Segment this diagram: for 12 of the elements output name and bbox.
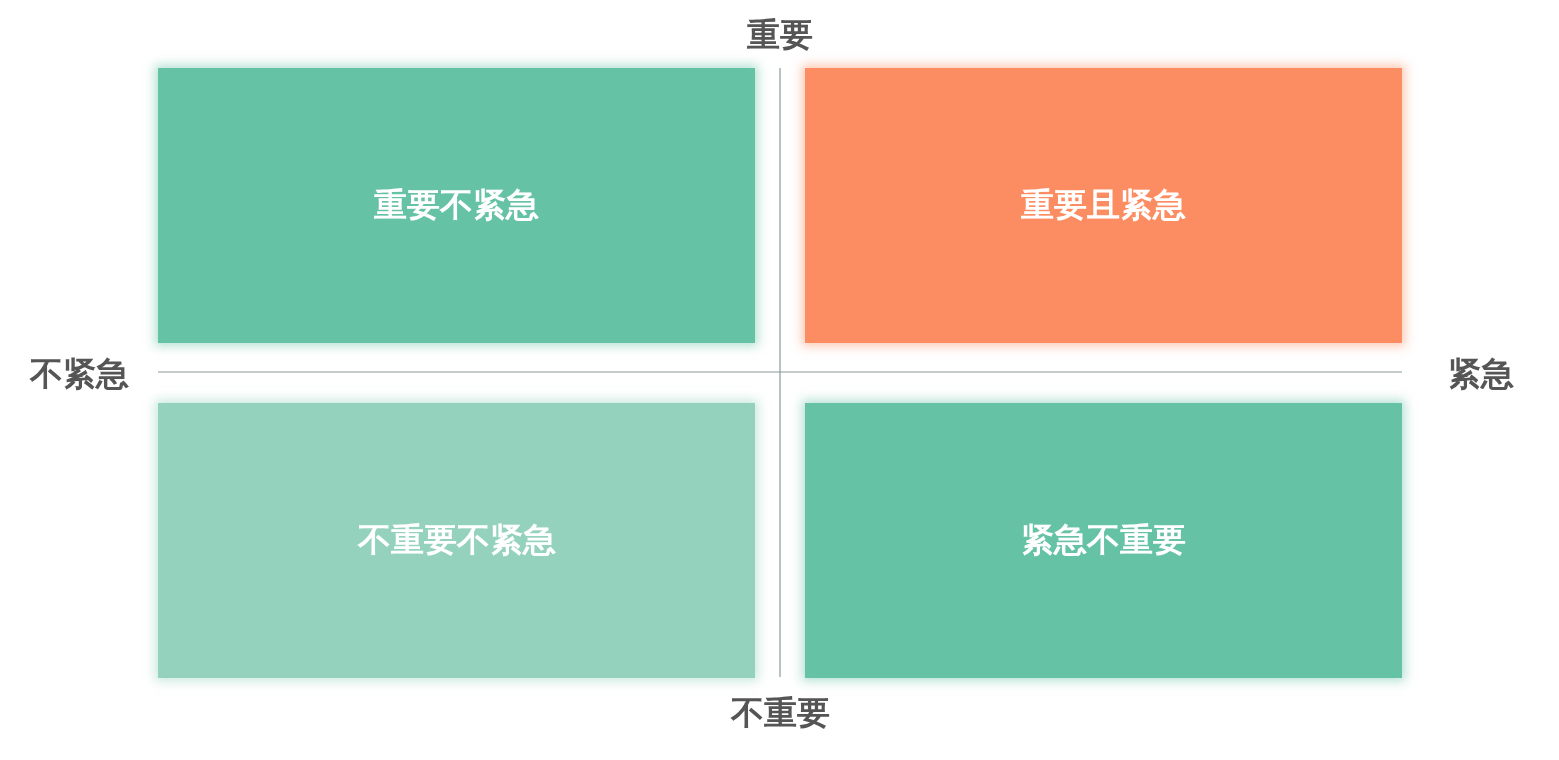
quadrant-box	[158, 68, 755, 343]
quadrant-box	[158, 403, 755, 678]
quadrant-label: 重要不紧急	[374, 184, 539, 226]
quadrant-label: 不重要不紧急	[357, 519, 556, 561]
axis-label: 紧急	[1448, 352, 1514, 395]
axis-label: 不重要	[730, 691, 830, 734]
axis-label: 重要	[747, 13, 813, 56]
quadrant-box	[805, 68, 1402, 343]
quadrant-box	[805, 403, 1402, 678]
quadrant-label: 紧急不重要	[1021, 519, 1186, 561]
quadrant-label: 重要且紧急	[1021, 184, 1186, 226]
axis-label: 不紧急	[29, 352, 129, 395]
